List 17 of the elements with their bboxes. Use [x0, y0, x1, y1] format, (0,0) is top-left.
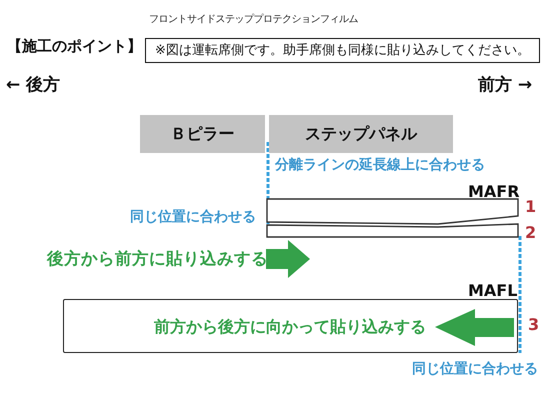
section-heading: 【施工のポイント】 — [7, 39, 142, 54]
direction-label: 前方 → — [478, 77, 532, 94]
note-box: ※図は運転席側です。助手席側も同様に貼り込みしてください。 — [145, 38, 540, 63]
instruction-text: 前方から後方に向かって貼り込みする — [154, 319, 426, 335]
part-code: MAFR — [468, 184, 520, 200]
page-title: フロントサイドステッププロテクションフィルム — [149, 15, 358, 25]
alignment-note: 分離ラインの延長線上に合わせる — [275, 158, 485, 172]
pillar-panel: Ｂピラー — [140, 115, 265, 153]
step-panel: ステップパネル — [269, 115, 453, 153]
direction-label: ← 後方 — [6, 77, 60, 94]
alignment-note: 同じ位置に合わせる — [130, 210, 256, 224]
instruction-text: 後方から前方に貼り込みする — [47, 251, 268, 268]
step-number: 1 — [525, 199, 536, 215]
part-code: MAFL — [468, 283, 518, 299]
step-number: 2 — [525, 225, 536, 241]
alignment-note: 同じ位置に合わせる — [412, 362, 538, 376]
step-number: 3 — [528, 317, 540, 333]
